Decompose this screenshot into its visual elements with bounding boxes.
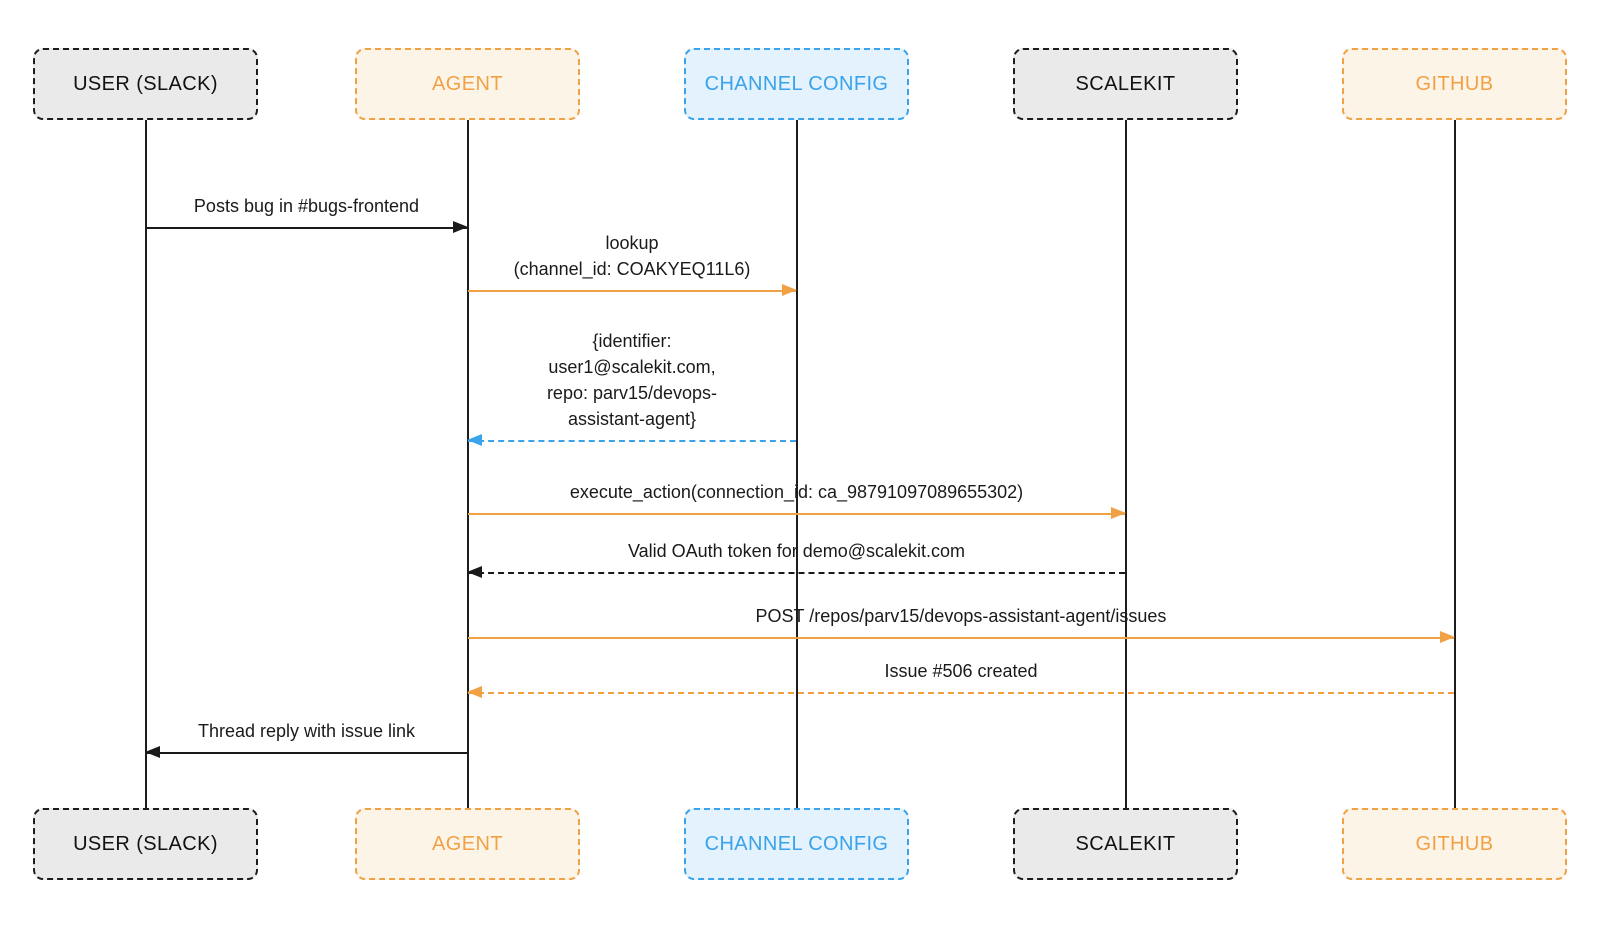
actor-bottom-channel-config: CHANNEL CONFIG: [684, 808, 909, 880]
actor-label: CHANNEL CONFIG: [704, 832, 889, 855]
lifeline-agent: [467, 120, 469, 808]
actor-label: GITHUB: [1415, 72, 1494, 95]
actor-top-scalekit: SCALEKIT: [1013, 48, 1238, 120]
actor-top-agent: AGENT: [355, 48, 580, 120]
arrowhead-left-icon: [467, 686, 482, 698]
actor-label: SCALEKIT: [1075, 72, 1176, 95]
message-line: [468, 290, 796, 292]
actor-label: USER (SLACK): [73, 832, 218, 855]
lifeline-github: [1454, 120, 1456, 808]
actor-label: USER (SLACK): [73, 72, 218, 95]
arrowhead-right-icon: [1440, 631, 1455, 643]
message-label: Posts bug in #bugs-frontend: [193, 196, 420, 216]
message-label: {identifier: user1@scalekit.com, repo: p…: [546, 331, 718, 429]
arrowhead-right-icon: [1111, 507, 1126, 519]
lifeline-scalekit: [1125, 120, 1127, 808]
message-line: [468, 440, 796, 442]
lifeline-user-slack: [145, 120, 147, 808]
arrowhead-left-icon: [467, 566, 482, 578]
actor-label: CHANNEL CONFIG: [704, 72, 889, 95]
actor-top-github: GITHUB: [1342, 48, 1567, 120]
actor-label: GITHUB: [1415, 832, 1494, 855]
actor-label: AGENT: [432, 832, 503, 855]
message-label: Valid OAuth token for demo@scalekit.com: [627, 541, 966, 561]
actor-top-user-slack: USER (SLACK): [33, 48, 258, 120]
message-line: [146, 227, 467, 229]
message-label: lookup (channel_id: COAKYEQ11L6): [513, 233, 751, 279]
message-label: Issue #506 created: [884, 661, 1038, 681]
arrowhead-right-icon: [782, 284, 797, 296]
actor-bottom-scalekit: SCALEKIT: [1013, 808, 1238, 880]
actor-bottom-user-slack: USER (SLACK): [33, 808, 258, 880]
actor-label: SCALEKIT: [1075, 832, 1176, 855]
lifeline-channel-config: [796, 120, 798, 808]
actor-bottom-github: GITHUB: [1342, 808, 1567, 880]
arrowhead-right-icon: [453, 221, 468, 233]
message-label: execute_action(connection_id: ca_9879109…: [569, 482, 1024, 502]
arrowhead-left-icon: [145, 746, 160, 758]
arrowhead-left-icon: [467, 434, 482, 446]
message-label: Thread reply with issue link: [197, 721, 416, 741]
actor-top-channel-config: CHANNEL CONFIG: [684, 48, 909, 120]
message-line: [468, 513, 1125, 515]
actor-label: AGENT: [432, 72, 503, 95]
message-line: [468, 637, 1454, 639]
message-line: [468, 692, 1454, 694]
actor-bottom-agent: AGENT: [355, 808, 580, 880]
message-line: [468, 572, 1125, 574]
message-line: [146, 752, 467, 754]
message-label: POST /repos/parv15/devops-assistant-agen…: [755, 606, 1167, 626]
